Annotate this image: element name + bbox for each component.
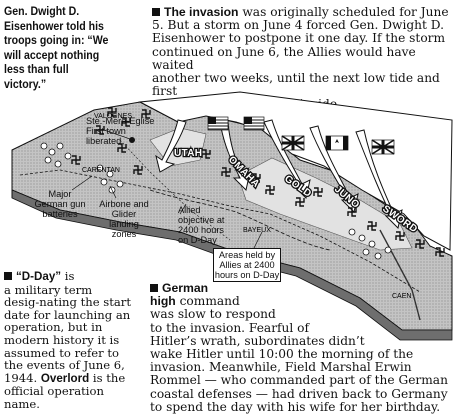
uk-flag-icon [281,135,305,151]
callout-line: Ste.-Mere-Eglise [86,116,155,126]
callout-line: Glider [111,209,137,219]
place-label-bayeux: BAYEUX [243,227,271,234]
assault-arrow-omaha [219,121,251,191]
callout-line: objective at [178,215,225,225]
german-line: coastal defenses — had driven back to Ge… [150,386,448,401]
dday-line: the events of June 6, [4,358,125,373]
callout-line: First town [86,126,126,136]
dday-line: name. [4,396,40,411]
place-label-valognes: VALOGNES [94,113,132,120]
german-command-paragraph: German high command was slow to respond … [150,281,450,414]
invasion-line: Eisenhower to postpone it one day. If th… [152,31,446,46]
dday-lead: “D-Day” [16,270,62,283]
german-line: invasion. Meanwhile, Field Marshal Erwin [150,360,412,375]
river [379,229,421,321]
road [19,169,421,293]
quote-line: will accept nothing [4,47,100,62]
assault-arrow-utah [155,119,187,173]
quote-line: victory.” [4,76,47,91]
invasion-line: 5. But a storm on June 4 forced Gen. Dwi… [152,18,444,33]
callout-line: on D-Day [178,235,217,245]
callout-line: German gun [34,199,86,209]
dday-line: desig-nating the start [4,295,131,310]
quote-line: troops going in: “We [4,33,109,47]
german-lead: German [162,281,209,295]
ste-mere-eglise-marker [129,137,135,143]
canada-flag-icon [325,135,349,151]
callout-landing-zones: Airbone and Glider landing zones [96,199,152,239]
dday-line: a military term [4,282,93,297]
german-line: wake Hitler until 10:00 the morning of t… [150,347,414,362]
dday-line: is [64,269,75,283]
land-front-face [11,189,453,341]
dday-line: assumed to refer to [4,345,119,360]
german-line: Hitler’s wrath, subordinates didn’t [150,333,365,348]
callout-line: Allied [178,205,201,215]
road [119,139,231,241]
invasion-line: was originally scheduled for June [242,5,449,19]
invasion-line: continued on June 6, the Allies would ha… [152,44,416,72]
german-line: command [179,294,240,309]
callout-line: Major [48,189,72,199]
callout-gun-batteries: Major German gun batteries [28,189,92,219]
dday-line: modern history it is [4,332,120,347]
callout-line: 2400 hours [178,225,224,235]
dday-line: operation, but in [4,320,103,335]
quote-line: Eisenhower told his [4,18,104,33]
invasion-lead: The invasion [164,5,239,19]
dday-bold-term: Overlord [40,371,90,385]
eisenhower-quote: Gen. Dwight D. Eisenhower told his troop… [4,4,152,91]
german-line: was slow to respond [150,307,276,322]
invasion-line: another two weeks, until the next low ti… [152,71,440,99]
german-line: to spend the day with his wife for her b… [150,399,441,414]
quote-line: Gen. Dwight D. [4,4,80,18]
callout-line: liberated [86,136,122,146]
callout-areas-held: Areas held by Allies at 2400 hours on D-… [213,248,281,282]
callout-ste-mere-eglise: Ste.-Mere-Eglise First town liberated [86,116,158,146]
german-line: Rommel — who commanded part of the Germa… [150,373,448,388]
dday-paragraph: “D-Day” is a military term desig-nating … [4,270,136,411]
german-line: to the invasion. Fearful of [150,320,310,335]
callout-line: Allies at 2400 [219,260,275,270]
callout-line: landing zones [109,219,139,239]
bullet-square-icon [4,272,12,280]
us-flag-icon [207,116,229,131]
dday-line: official operation [4,384,104,399]
bullet-square-icon [150,284,158,292]
callout-line: Areas held by [218,250,276,260]
quote-line: less than full [4,62,69,76]
place-label-caen: CAEN [392,293,411,300]
callout-line: Airbone and [99,199,149,209]
bullet-square-icon [152,8,160,16]
beach-label-utah: UTAH [174,148,202,159]
dday-line: date for launching an [4,307,131,322]
callout-line: batteries [42,209,78,219]
uk-flag-icon [371,139,395,155]
objective-line [149,189,331,251]
place-label-carentan: CARENTAN [82,167,120,174]
callout-line: hours on D-Day [214,270,280,280]
german-lead-2: high [150,294,176,309]
callout-allied-objective: Allied objective at 2400 hours on D-Day [178,205,232,245]
us-flag-icon [243,116,265,131]
dday-line: is the [92,370,126,385]
assault-arrow-sword [355,129,403,229]
assault-arrow-juno [309,125,359,213]
dday-line: 1944. [4,370,38,385]
